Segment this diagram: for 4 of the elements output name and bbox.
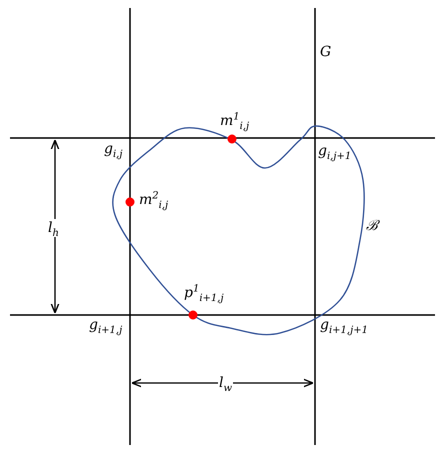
math-label: l$_{w}$ — [218, 374, 234, 392]
math-label: ℬ — [366, 219, 378, 233]
math-label: l$_{h}$ — [47, 219, 60, 237]
math-label: G — [320, 45, 332, 59]
